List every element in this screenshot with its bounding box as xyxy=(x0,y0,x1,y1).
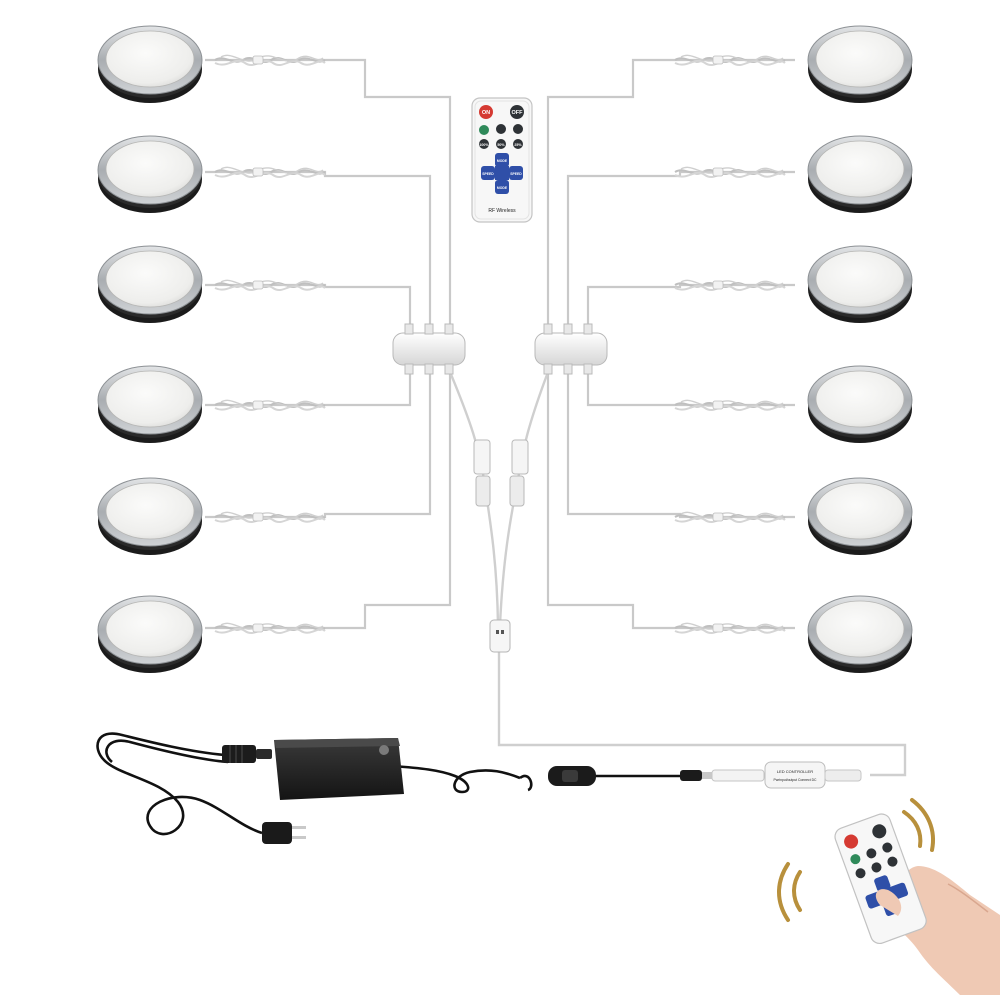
puck-light-icon xyxy=(807,245,913,324)
puck-light-icon xyxy=(97,477,203,556)
y-cable-connector-right xyxy=(509,439,529,507)
power-adapter-icon xyxy=(222,738,404,800)
power-cord xyxy=(96,732,680,836)
rf-remote-icon: ON OFF 100% 50% 25% SPEED SPEED MODE MOD… xyxy=(471,97,533,223)
wire-coils-left xyxy=(214,54,326,635)
puck-light-icon xyxy=(807,365,913,444)
dc-female-connector xyxy=(489,619,511,653)
remote-off-button xyxy=(510,105,524,119)
splitter-hub-icon xyxy=(392,323,466,375)
wire-coils-right xyxy=(674,54,786,635)
remote-mode-label-2: MODE xyxy=(497,186,508,190)
puck-light-icon xyxy=(807,595,913,674)
remote-speed-label: SPEED xyxy=(482,172,494,176)
puck-light-icon xyxy=(97,245,203,324)
led-controller: LED CONTROLLER Pwrinput/output Connect D… xyxy=(764,761,862,789)
controller-line1: LED CONTROLLER xyxy=(777,769,813,774)
puck-light-icon xyxy=(807,477,913,556)
splitter-hub-icon xyxy=(534,323,608,375)
us-plug-icon xyxy=(262,822,306,844)
puck-light-icon xyxy=(807,25,913,104)
inline-switch-icon xyxy=(548,766,596,786)
handheld-remote-icon xyxy=(834,813,927,945)
puck-light-icon xyxy=(97,595,203,674)
remote-on-button xyxy=(479,105,493,119)
puck-light-icon xyxy=(97,25,203,104)
remote-on-label: ON xyxy=(482,110,490,116)
remote-off-label: OFF xyxy=(512,110,524,116)
remote-25-label: 25% xyxy=(514,143,522,147)
remote-100-label: 100% xyxy=(479,143,489,147)
puck-light-icon xyxy=(97,365,203,444)
remote-50-label: 50% xyxy=(497,143,505,147)
controller-line2: Pwrinput/output Connect DC xyxy=(774,778,818,782)
remote-mode-label: MODE xyxy=(497,159,508,163)
signal-wave-icon xyxy=(777,798,935,922)
remote-brand-label: RF Wireless xyxy=(488,208,516,214)
puck-light-icon xyxy=(97,135,203,214)
remote-speed-label-2: SPEED xyxy=(510,172,522,176)
dc-male-plug xyxy=(680,769,765,782)
puck-light-icon xyxy=(807,135,913,214)
y-cable-connector-left xyxy=(473,439,491,507)
